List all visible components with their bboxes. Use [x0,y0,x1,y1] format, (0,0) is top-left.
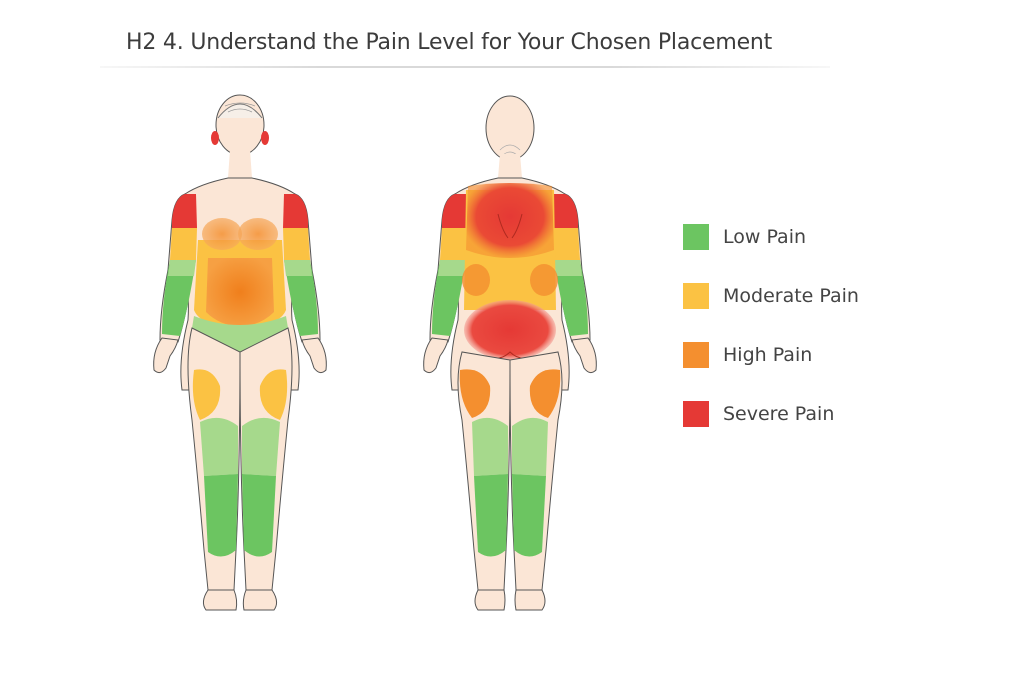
low-pain-swatch-icon [683,224,709,250]
legend-item-severe: Severe Pain [683,401,859,427]
legend-label: Low Pain [723,226,807,248]
legend-item-moderate: Moderate Pain [683,283,859,309]
severe-pain-swatch-icon [683,401,709,427]
moderate-pain-swatch-icon [683,283,709,309]
legend-label: High Pain [723,344,813,366]
high-pain-swatch-icon [683,342,709,368]
legend-label: Moderate Pain [723,285,859,307]
front-body-figure [153,94,327,611]
back-body-figure [423,95,597,611]
pain-legend: Low Pain Moderate Pain High Pain Severe … [683,224,859,460]
legend-label: Severe Pain [723,403,835,425]
legend-item-low: Low Pain [683,224,859,250]
page-title: H2 4. Understand the Pain Level for Your… [126,30,773,55]
title-divider [100,66,830,68]
legend-item-high: High Pain [683,342,859,368]
